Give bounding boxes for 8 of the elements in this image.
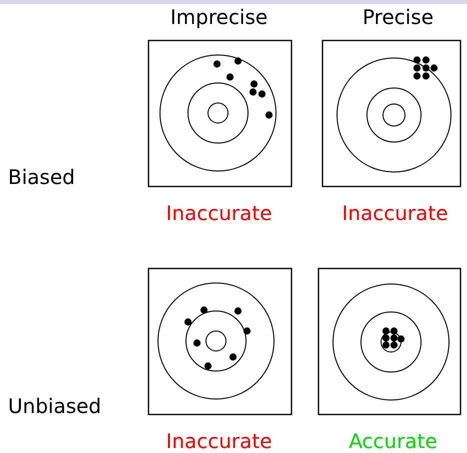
row-heading: Biased bbox=[8, 167, 75, 187]
target-caption: Accurate bbox=[348, 431, 438, 451]
target-caption: Inaccurate bbox=[166, 431, 272, 451]
target-caption: Inaccurate bbox=[342, 203, 448, 223]
column-heading: Imprecise bbox=[170, 7, 268, 27]
target-caption: Inaccurate bbox=[166, 203, 272, 223]
column-heading: Precise bbox=[362, 7, 434, 27]
row-heading: Unbiased bbox=[8, 396, 102, 416]
